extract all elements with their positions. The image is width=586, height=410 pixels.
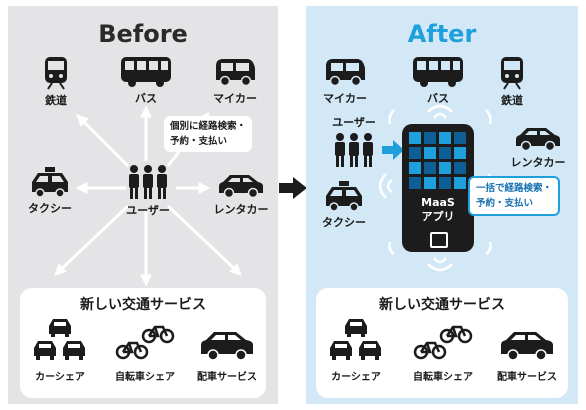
carshare-icon	[34, 319, 85, 360]
taxi-icon	[326, 181, 362, 212]
after-taxi-item: タクシー	[318, 180, 370, 230]
after-carshare-label: カーシェア	[331, 372, 381, 383]
bubble-line-1: 個別に経路検索・	[170, 121, 247, 132]
before-services-box: 新しい交通サービス カーシェア 自転車シェア	[20, 288, 266, 398]
after-bikeshare-label: 自転車シェア	[413, 372, 473, 383]
after-bus-item: バス	[406, 56, 470, 106]
after-services-box: 新しい交通サービス カーシェア 自転車シェア	[316, 288, 568, 398]
arrows-graphic	[54, 105, 242, 287]
after-rail-label: 鉄道	[501, 94, 523, 107]
minivan-icon	[326, 59, 365, 87]
car-icon	[201, 332, 253, 361]
carshare-item: カーシェア	[28, 316, 92, 383]
after-user-label: ユーザー	[332, 116, 376, 129]
rail-label: 鉄道	[45, 94, 67, 107]
users-icon	[129, 165, 167, 199]
after-panel: After マイカー バス 鉄道 ユーザー	[306, 6, 578, 404]
taxi-icon	[32, 167, 68, 198]
after-bikeshare-item: 自転車シェア	[408, 322, 478, 383]
app-name-line-1: MaaS	[421, 196, 455, 209]
before-panel: Before 鉄道	[8, 6, 278, 404]
rail-item: 鉄道	[36, 56, 76, 108]
after-mycar-item: マイカー	[318, 56, 372, 106]
dispatch-label: 配車サービス	[197, 372, 257, 383]
minivan-icon	[216, 59, 255, 87]
dispatch-item: 配車サービス	[192, 328, 262, 383]
mycar-item: マイカー	[208, 56, 262, 106]
user-label: ユーザー	[126, 204, 170, 217]
before-title: Before	[98, 20, 188, 48]
after-rail-item: 鉄道	[492, 56, 532, 108]
carshare-label: カーシェア	[35, 372, 85, 383]
taxi-label: タクシー	[28, 202, 72, 215]
after-services-title: 新しい交通サービス	[379, 297, 505, 313]
before-services-title: 新しい交通サービス	[80, 297, 206, 313]
bikeshare-label: 自転車シェア	[115, 372, 175, 383]
app-grid-icon	[409, 132, 466, 189]
after-rental-item: レンタカー	[506, 124, 570, 170]
rental-item: レンタカー	[212, 171, 270, 217]
users-icon	[335, 133, 373, 167]
maas-bubble: 一括で経路検索・ 予約・支払い	[468, 176, 561, 216]
after-bus-label: バス	[427, 92, 449, 105]
after-taxi-label: タクシー	[322, 216, 366, 229]
bicycles-icon	[115, 325, 175, 360]
after-mycar-label: マイカー	[323, 92, 367, 105]
after-dispatch-item: 配車サービス	[492, 328, 562, 383]
user-item: ユーザー	[120, 164, 176, 218]
info-bubble: 個別に経路検索・ 予約・支払い	[164, 116, 253, 152]
after-carshare-item: カーシェア	[324, 316, 388, 383]
bus-icon	[121, 57, 171, 87]
carshare-icon	[330, 319, 381, 360]
transition-arrow	[279, 177, 307, 199]
bus-label: バス	[135, 92, 157, 105]
bus-item: バス	[114, 56, 178, 106]
train-icon	[45, 57, 67, 90]
after-title: After	[407, 20, 477, 48]
car-icon	[219, 175, 263, 199]
app-name-line-2: アプリ	[421, 210, 455, 223]
mycar-label: マイカー	[213, 92, 257, 105]
bubble-line-2: 予約・支払い	[170, 136, 228, 147]
car-icon	[501, 332, 553, 361]
home-button	[430, 232, 448, 248]
rental-label: レンタカー	[213, 203, 269, 216]
bikeshare-item: 自転車シェア	[110, 322, 180, 383]
app-name: MaaS アプリ	[402, 196, 474, 224]
train-icon	[501, 57, 523, 90]
after-user-item: ユーザー	[326, 112, 382, 168]
car-icon	[516, 128, 560, 152]
taxi-item: タクシー	[24, 166, 76, 216]
user-to-app-arrow	[382, 140, 404, 160]
bicycles-icon	[413, 325, 473, 360]
smartphone: MaaS アプリ	[402, 124, 474, 252]
bus-icon	[413, 57, 463, 87]
maas-bubble-line-2: 予約・支払い	[476, 198, 534, 209]
after-dispatch-label: 配車サービス	[497, 372, 557, 383]
after-rental-label: レンタカー	[510, 156, 566, 169]
maas-bubble-line-1: 一括で経路検索・	[476, 183, 553, 194]
